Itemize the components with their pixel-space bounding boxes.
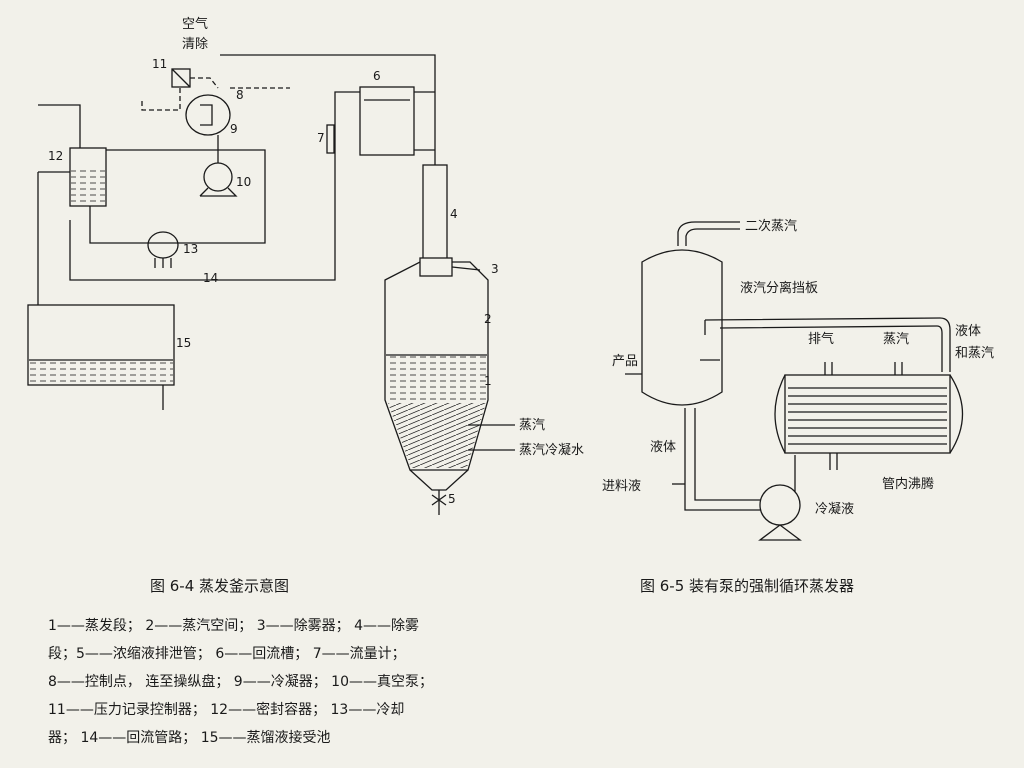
label-n15: 15 — [176, 336, 191, 350]
flowmeter — [326, 124, 335, 154]
label-tube-boiling: 管内沸腾 — [882, 476, 934, 492]
figure-6-4 — [27, 54, 515, 515]
legend-line: 8——控制点， 连至操纵盘； 9——冷凝器； 10——真空泵； — [48, 674, 433, 690]
distillate-receiver — [27, 304, 175, 386]
label-steam: 蒸汽 — [519, 418, 545, 433]
figure-6-4-labels: 空气 清除 1 2 3 4 5 6 7 8 9 10 11 12 13 14 1… — [48, 16, 584, 595]
separator-vessel — [641, 249, 723, 406]
label-liquid: 液体 — [650, 440, 676, 455]
label-air-removal-2: 清除 — [182, 37, 208, 52]
seal-vessel — [69, 147, 107, 207]
label-liquid-steam-1: 液体 — [955, 324, 981, 339]
label-product: 产品 — [612, 354, 638, 369]
evaporator-vessel — [384, 261, 489, 515]
caption-figure-6-4: 图 6-4 蒸发釜示意图 — [150, 577, 289, 595]
label-condensate: 冷凝液 — [815, 501, 854, 517]
exchanger-tubes — [788, 387, 947, 445]
legend-line: 11——压力记录控制器； 12——密封容器； 13——冷却 — [48, 702, 405, 718]
condenser — [185, 94, 231, 136]
legend-line: 1——蒸发段； 2——蒸汽空间； 3——除雾器； 4——除雾 — [48, 618, 419, 634]
label-n14: 14 — [203, 271, 218, 285]
label-feed: 进料液 — [602, 479, 641, 494]
legend-line: 器； 14——回流管路； 15——蒸馏液接受池 — [48, 730, 331, 746]
label-vent: 排气 — [808, 331, 834, 347]
reflux-tank — [359, 86, 415, 156]
label-steam-condensate: 蒸汽冷凝水 — [519, 442, 584, 458]
label-n5: 5 — [448, 492, 456, 506]
label-n9: 9 — [230, 122, 238, 136]
label-n6: 6 — [373, 69, 381, 83]
label-n2: 2 — [484, 312, 492, 326]
cooler — [147, 231, 179, 259]
label-n12: 12 — [48, 149, 63, 163]
figure-6-5 — [625, 221, 964, 541]
demister — [419, 257, 453, 277]
demister-column — [422, 164, 448, 263]
label-n8: 8 — [236, 88, 244, 102]
figure-6-4-legend: 1——蒸发段； 2——蒸汽空间； 3——除雾器； 4——除雾 段；5——浓缩液排… — [48, 612, 568, 752]
heat-exchanger — [784, 374, 951, 454]
label-steam-5: 蒸汽 — [883, 332, 909, 347]
label-n10: 10 — [236, 175, 251, 189]
label-n4: 4 — [450, 207, 458, 221]
label-separator-baffle: 液汽分离挡板 — [740, 280, 818, 296]
label-n7: 7 — [317, 131, 325, 145]
label-n3: 3 — [491, 262, 499, 276]
circulation-pump — [759, 484, 801, 526]
figure-6-5-labels: 二次蒸汽 液汽分离挡板 产品 排气 蒸汽 液体 和蒸汽 液体 进料液 冷凝液 管… — [602, 218, 994, 595]
label-n13: 13 — [183, 242, 198, 256]
caption-figure-6-5: 图 6-5 装有泵的强制循环蒸发器 — [640, 577, 854, 595]
label-n11: 11 — [152, 57, 167, 71]
label-n1: 1 — [484, 374, 492, 388]
vacuum-pump — [203, 162, 233, 192]
label-secondary-steam: 二次蒸汽 — [745, 218, 797, 234]
label-liquid-steam-2: 和蒸汽 — [955, 346, 994, 361]
label-air-removal-1: 空气 — [182, 16, 208, 32]
legend-line: 段；5——浓缩液排泄管； 6——回流槽； 7——流量计； — [48, 646, 406, 662]
